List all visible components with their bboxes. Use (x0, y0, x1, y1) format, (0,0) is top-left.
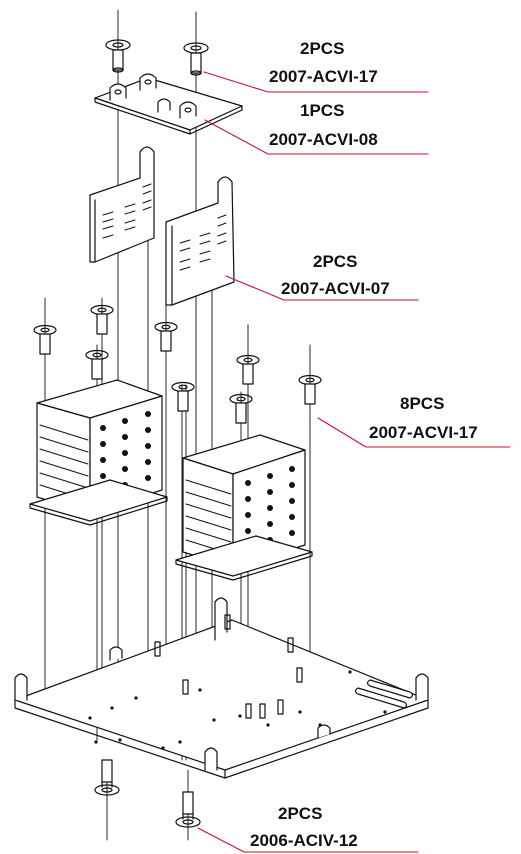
mid-bolt-3 (154, 321, 178, 352)
callout-5-qty: 2PCS (278, 804, 323, 823)
callout-1-part: 2007-ACVI-17 (269, 67, 378, 86)
top-bolt-left (105, 39, 131, 73)
bottom-bolt-left (94, 759, 120, 796)
callout-4-part: 2007-ACVI-17 (369, 423, 478, 442)
mid-bolt-2 (90, 304, 114, 335)
callout-2-part: 2007-ACVI-08 (269, 130, 378, 149)
base-frame (14, 597, 429, 779)
mid-bolt-8 (298, 374, 322, 405)
left-stack-block (29, 379, 168, 526)
mid-bolt-5 (171, 381, 195, 412)
leader-lines (197, 71, 511, 853)
callout-5-part: 2006-ACIV-12 (250, 831, 358, 850)
mid-bolt-4 (85, 349, 109, 380)
bottom-bolt-right (175, 791, 201, 828)
side-plate-right (165, 176, 235, 306)
callout-4-qty: 8PCS (400, 394, 445, 413)
callout-2-qty: 1PCS (300, 101, 345, 120)
callout-3-qty: 2PCS (313, 252, 358, 271)
top-bolt-right (183, 42, 209, 76)
mid-bolt-7 (229, 393, 253, 424)
callout-3-part: 2007-ACVI-07 (281, 279, 390, 298)
callout-1-qty: 2PCS (300, 39, 345, 58)
mid-bolt-6 (236, 354, 260, 385)
right-stack-block (175, 434, 313, 581)
side-plate-left (89, 146, 155, 263)
mid-bolt-1 (33, 324, 57, 355)
top-plate (94, 73, 243, 135)
